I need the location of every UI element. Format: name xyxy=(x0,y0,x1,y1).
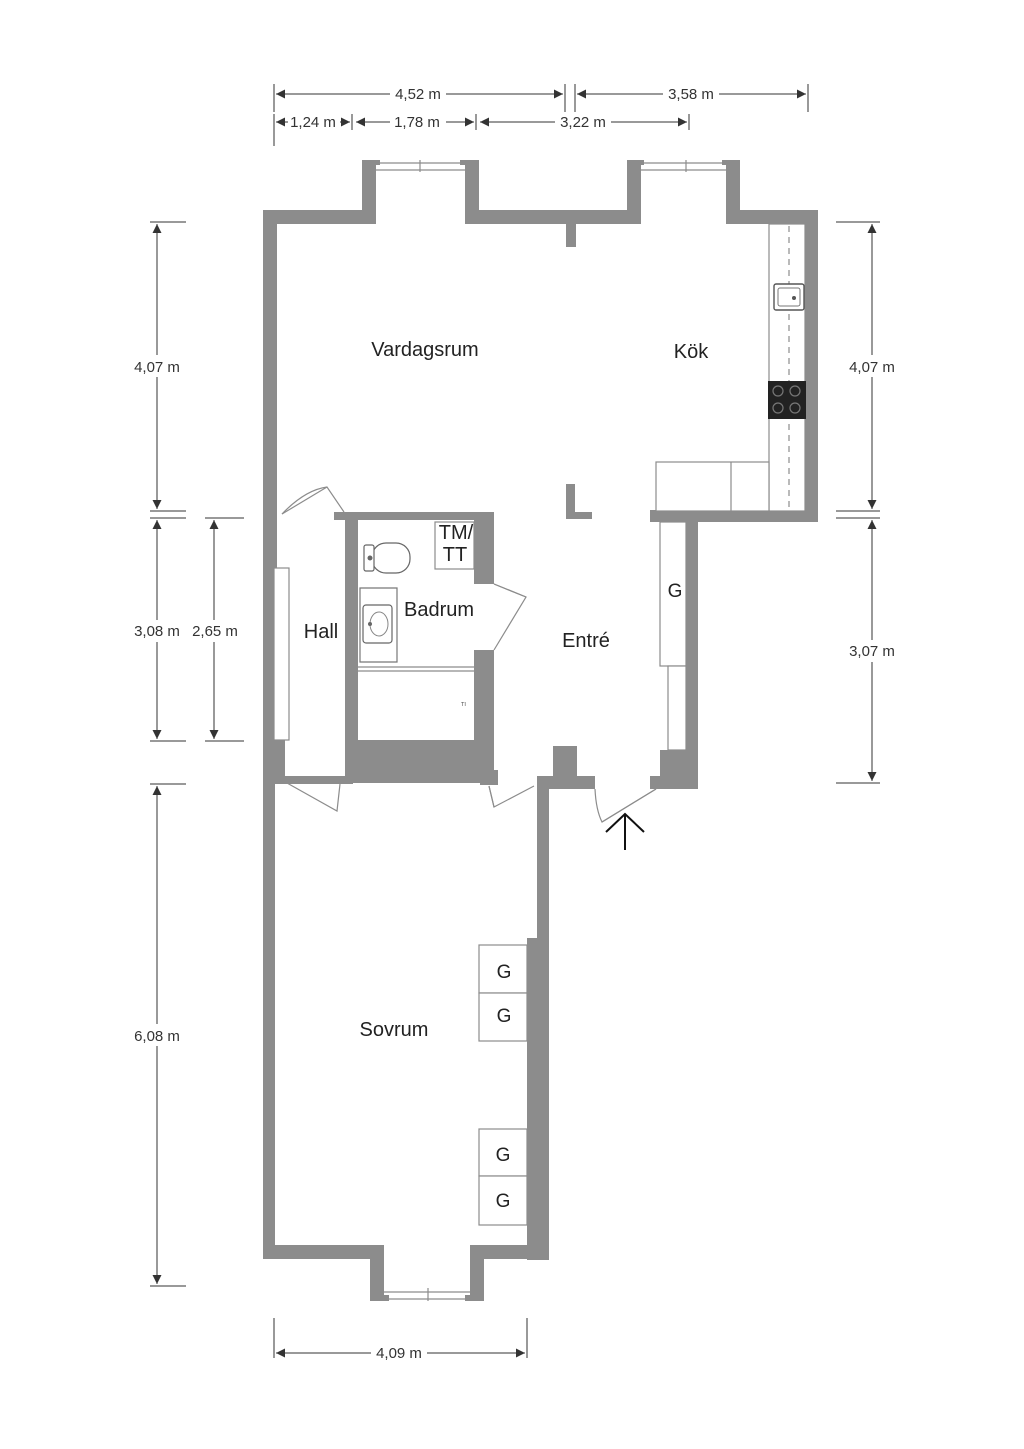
wardrobe-label: G xyxy=(497,1006,512,1027)
room-label-tm: TM/ xyxy=(439,522,474,544)
room-label-sovrum: Sovrum xyxy=(360,1019,429,1041)
shower-area: ᵀᴵ xyxy=(358,666,474,710)
svg-text:ᵀᴵ: ᵀᴵ xyxy=(461,701,466,710)
dimension-label: 3,22 m xyxy=(560,114,606,131)
kitchen-counter xyxy=(655,223,806,512)
hall-shelf xyxy=(273,567,290,741)
wardrobe-label: G xyxy=(496,1145,511,1166)
dimension-label: 4,52 m xyxy=(395,86,441,103)
dimension-label: 1,78 m xyxy=(394,114,440,131)
room-label-badrum: Badrum xyxy=(404,599,474,621)
toilet-icon xyxy=(363,542,411,574)
stove-icon xyxy=(768,381,806,419)
dimension-label: 3,07 m xyxy=(849,643,895,660)
doors xyxy=(281,486,657,823)
room-label-hall: Hall xyxy=(304,621,338,643)
dimension-label: 4,07 m xyxy=(134,359,180,376)
room-label-vardagsrum: Vardagsrum xyxy=(371,339,478,361)
wardrobe-labels: G G G G G xyxy=(496,581,683,1212)
washer-dryer-box xyxy=(434,521,475,570)
dimension-label: 1,24 m xyxy=(290,114,336,131)
windows xyxy=(365,160,737,1301)
walls xyxy=(263,158,818,1302)
room-labels: Vardagsrum Kök Hall Badrum TM/ TT Entré … xyxy=(304,339,709,1041)
dimension-label: 3,08 m xyxy=(134,623,180,640)
dimension-label: 3,58 m xyxy=(668,86,714,103)
room-label-entre: Entré xyxy=(562,630,610,652)
wardrobe-label: G xyxy=(497,962,512,983)
bedroom-wardrobes xyxy=(478,944,528,1226)
interior-walls xyxy=(263,224,592,785)
washbasin-icon xyxy=(359,587,398,663)
entrance-arrow-icon xyxy=(605,812,645,850)
room-label-tt: TT xyxy=(443,544,467,566)
dimension-label: 2,65 m xyxy=(192,623,238,640)
room-label-kok: Kök xyxy=(674,341,709,363)
entre-cabinet xyxy=(667,665,687,751)
wardrobe-label: G xyxy=(496,1191,511,1212)
dimension-label: 4,09 m xyxy=(376,1345,422,1362)
sink-icon xyxy=(773,283,805,311)
wardrobe-label: G xyxy=(668,581,683,602)
dimension-label: 6,08 m xyxy=(134,1028,180,1045)
dimension-label: 4,07 m xyxy=(849,359,895,376)
dimension-lines: 4,52 m 3,58 m 1,24 m 1,78 m 3,22 m 4,07 … xyxy=(126,84,903,1363)
